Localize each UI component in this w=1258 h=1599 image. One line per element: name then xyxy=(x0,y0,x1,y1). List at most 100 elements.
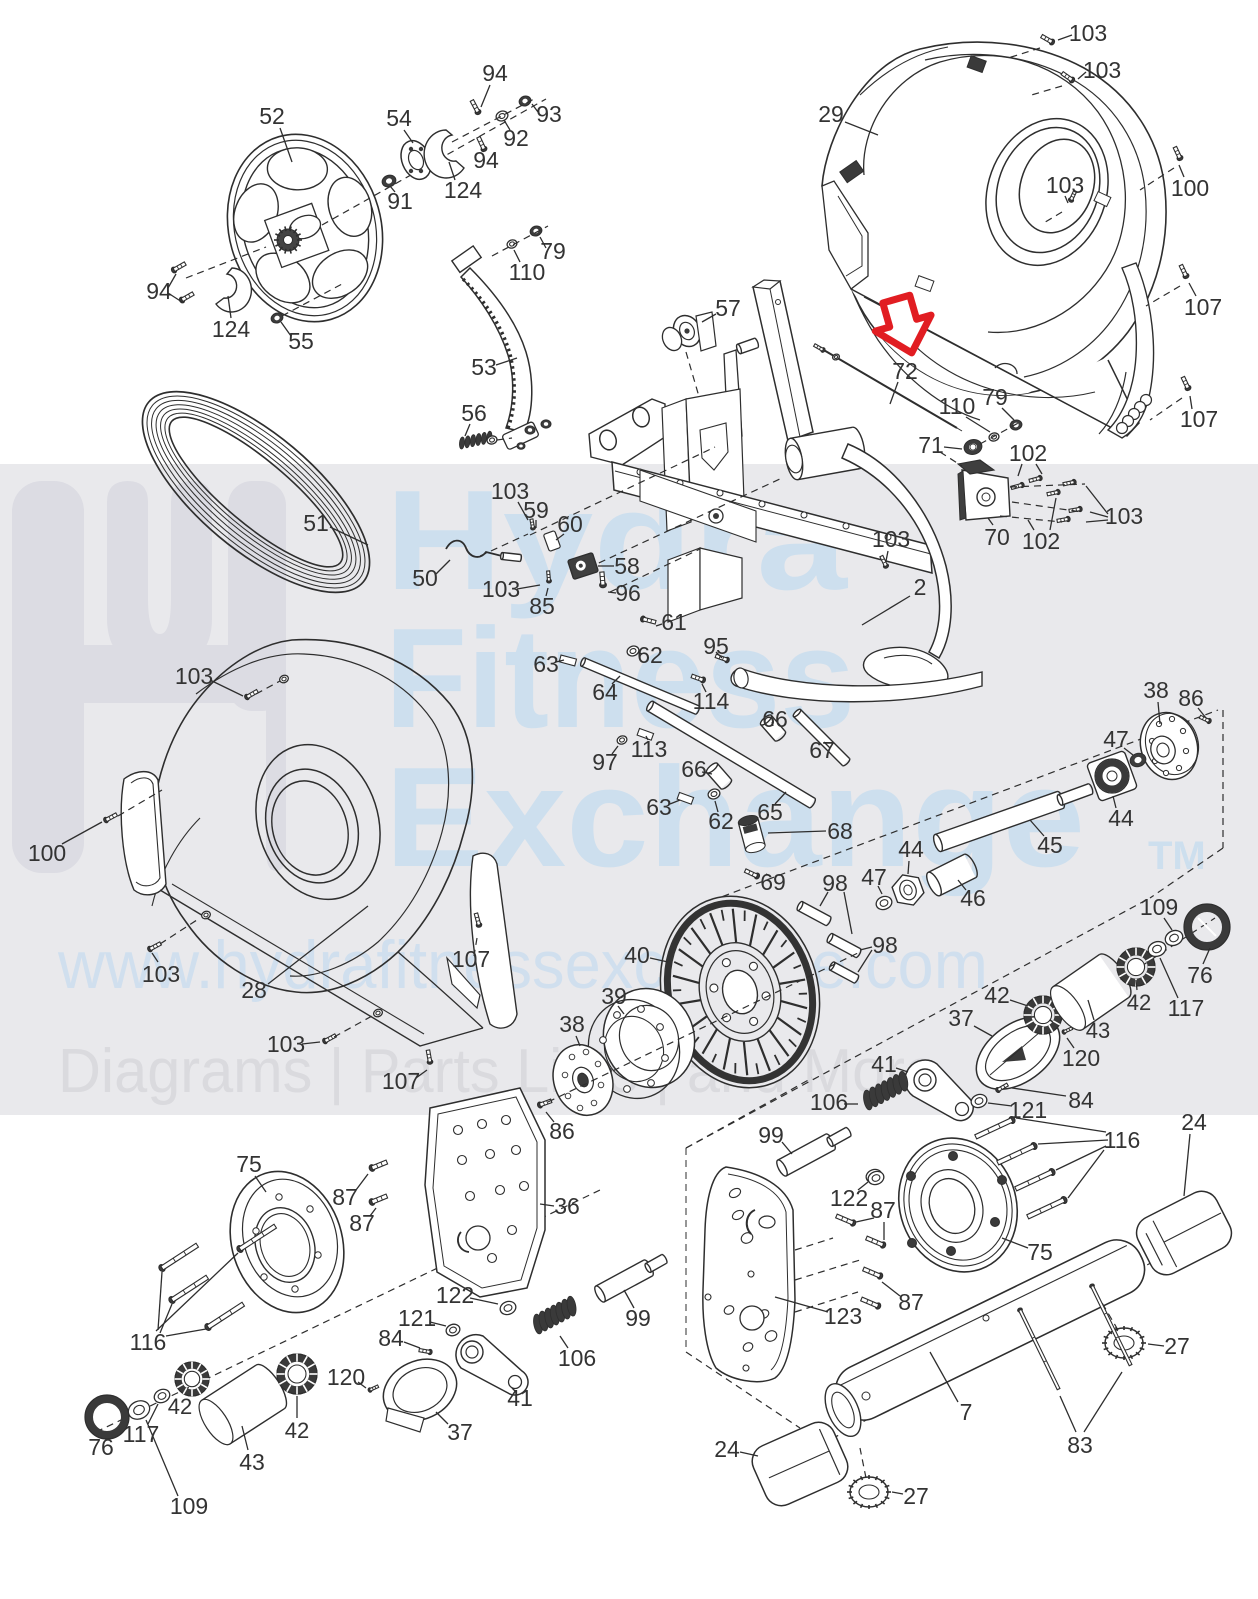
svg-text:69: 69 xyxy=(760,869,786,895)
svg-text:62: 62 xyxy=(708,808,734,834)
svg-text:103: 103 xyxy=(872,526,910,552)
svg-text:107: 107 xyxy=(382,1068,420,1094)
svg-text:44: 44 xyxy=(898,836,924,862)
svg-text:95: 95 xyxy=(703,633,729,659)
svg-text:103: 103 xyxy=(491,478,529,504)
svg-text:72: 72 xyxy=(892,358,918,384)
svg-text:93: 93 xyxy=(536,101,562,127)
svg-text:98: 98 xyxy=(872,932,898,958)
svg-text:36: 36 xyxy=(554,1193,580,1219)
svg-text:42: 42 xyxy=(285,1418,309,1443)
svg-text:43: 43 xyxy=(239,1449,265,1475)
svg-text:117: 117 xyxy=(1168,995,1205,1021)
svg-text:103: 103 xyxy=(267,1031,305,1057)
svg-text:40: 40 xyxy=(624,942,650,968)
svg-text:120: 120 xyxy=(1062,1045,1100,1071)
svg-text:113: 113 xyxy=(631,736,668,762)
svg-text:107: 107 xyxy=(1180,406,1218,432)
svg-text:103: 103 xyxy=(1046,172,1084,198)
svg-text:99: 99 xyxy=(625,1305,651,1331)
svg-text:51: 51 xyxy=(303,510,329,536)
svg-text:39: 39 xyxy=(601,983,627,1009)
svg-text:100: 100 xyxy=(1171,175,1209,201)
svg-text:122: 122 xyxy=(436,1282,474,1308)
svg-text:27: 27 xyxy=(903,1483,929,1509)
svg-text:92: 92 xyxy=(503,125,529,151)
svg-text:44: 44 xyxy=(1108,805,1134,831)
svg-text:47: 47 xyxy=(861,864,887,890)
svg-text:117: 117 xyxy=(123,1421,160,1447)
svg-text:76: 76 xyxy=(88,1434,114,1460)
svg-text:24: 24 xyxy=(714,1436,740,1462)
svg-text:66: 66 xyxy=(762,706,788,732)
svg-text:116: 116 xyxy=(1104,1127,1141,1153)
svg-text:42: 42 xyxy=(168,1394,192,1419)
svg-text:63: 63 xyxy=(646,794,672,820)
svg-text:103: 103 xyxy=(1083,57,1121,83)
svg-text:55: 55 xyxy=(288,328,314,354)
svg-text:62: 62 xyxy=(637,642,663,668)
svg-text:96: 96 xyxy=(615,580,641,606)
svg-text:65: 65 xyxy=(757,799,783,825)
svg-text:57: 57 xyxy=(715,295,741,321)
svg-text:41: 41 xyxy=(507,1385,533,1411)
svg-text:75: 75 xyxy=(1027,1239,1053,1265)
svg-text:45: 45 xyxy=(1037,832,1063,858)
svg-text:56: 56 xyxy=(461,400,487,426)
svg-text:76: 76 xyxy=(1187,962,1213,988)
svg-text:102: 102 xyxy=(1009,440,1047,466)
svg-text:109: 109 xyxy=(170,1493,208,1519)
svg-text:121: 121 xyxy=(1009,1097,1047,1123)
svg-text:94: 94 xyxy=(146,278,172,304)
svg-text:106: 106 xyxy=(558,1345,596,1371)
svg-text:24: 24 xyxy=(1181,1109,1207,1135)
svg-text:103: 103 xyxy=(1069,20,1107,46)
svg-text:86: 86 xyxy=(549,1118,575,1144)
svg-text:46: 46 xyxy=(960,885,986,911)
svg-text:71: 71 xyxy=(918,432,944,458)
svg-text:42: 42 xyxy=(984,982,1010,1008)
svg-text:103: 103 xyxy=(142,961,180,987)
svg-text:53: 53 xyxy=(471,354,497,380)
svg-text:106: 106 xyxy=(810,1089,848,1115)
svg-text:www.hydrafitnessexchange.com: www.hydrafitnessexchange.com xyxy=(57,927,988,1003)
svg-text:79: 79 xyxy=(540,238,566,264)
svg-text:67: 67 xyxy=(809,737,835,763)
svg-text:100: 100 xyxy=(28,840,66,866)
svg-text:63: 63 xyxy=(533,651,559,677)
svg-text:42: 42 xyxy=(1127,990,1151,1015)
svg-text:94: 94 xyxy=(482,60,508,86)
svg-text:41: 41 xyxy=(871,1051,897,1077)
svg-text:110: 110 xyxy=(509,259,546,285)
svg-text:85: 85 xyxy=(529,593,555,619)
svg-text:110: 110 xyxy=(939,393,976,419)
svg-text:50: 50 xyxy=(412,565,438,591)
svg-text:43: 43 xyxy=(1086,1018,1110,1043)
svg-text:38: 38 xyxy=(1143,677,1169,703)
svg-text:2: 2 xyxy=(914,574,927,600)
svg-text:79: 79 xyxy=(982,384,1008,410)
svg-text:52: 52 xyxy=(259,103,285,129)
svg-text:29: 29 xyxy=(818,101,844,127)
svg-text:124: 124 xyxy=(212,316,251,342)
svg-text:99: 99 xyxy=(758,1122,784,1148)
svg-text:83: 83 xyxy=(1067,1432,1093,1458)
svg-text:102: 102 xyxy=(1022,528,1060,554)
svg-text:87: 87 xyxy=(898,1289,924,1315)
svg-text:103: 103 xyxy=(482,576,520,602)
svg-text:66: 66 xyxy=(681,756,707,782)
svg-text:98: 98 xyxy=(822,870,848,896)
svg-text:123: 123 xyxy=(824,1303,862,1329)
svg-text:103: 103 xyxy=(175,663,213,689)
svg-text:58: 58 xyxy=(614,553,640,579)
svg-text:37: 37 xyxy=(447,1419,473,1445)
svg-text:70: 70 xyxy=(984,524,1010,550)
svg-text:38: 38 xyxy=(559,1011,585,1037)
svg-text:61: 61 xyxy=(661,609,687,635)
svg-text:107: 107 xyxy=(1184,294,1222,320)
svg-text:59: 59 xyxy=(523,497,549,523)
svg-text:97: 97 xyxy=(592,749,618,775)
svg-text:87: 87 xyxy=(332,1184,358,1210)
svg-text:68: 68 xyxy=(827,818,853,844)
svg-text:64: 64 xyxy=(592,679,618,705)
